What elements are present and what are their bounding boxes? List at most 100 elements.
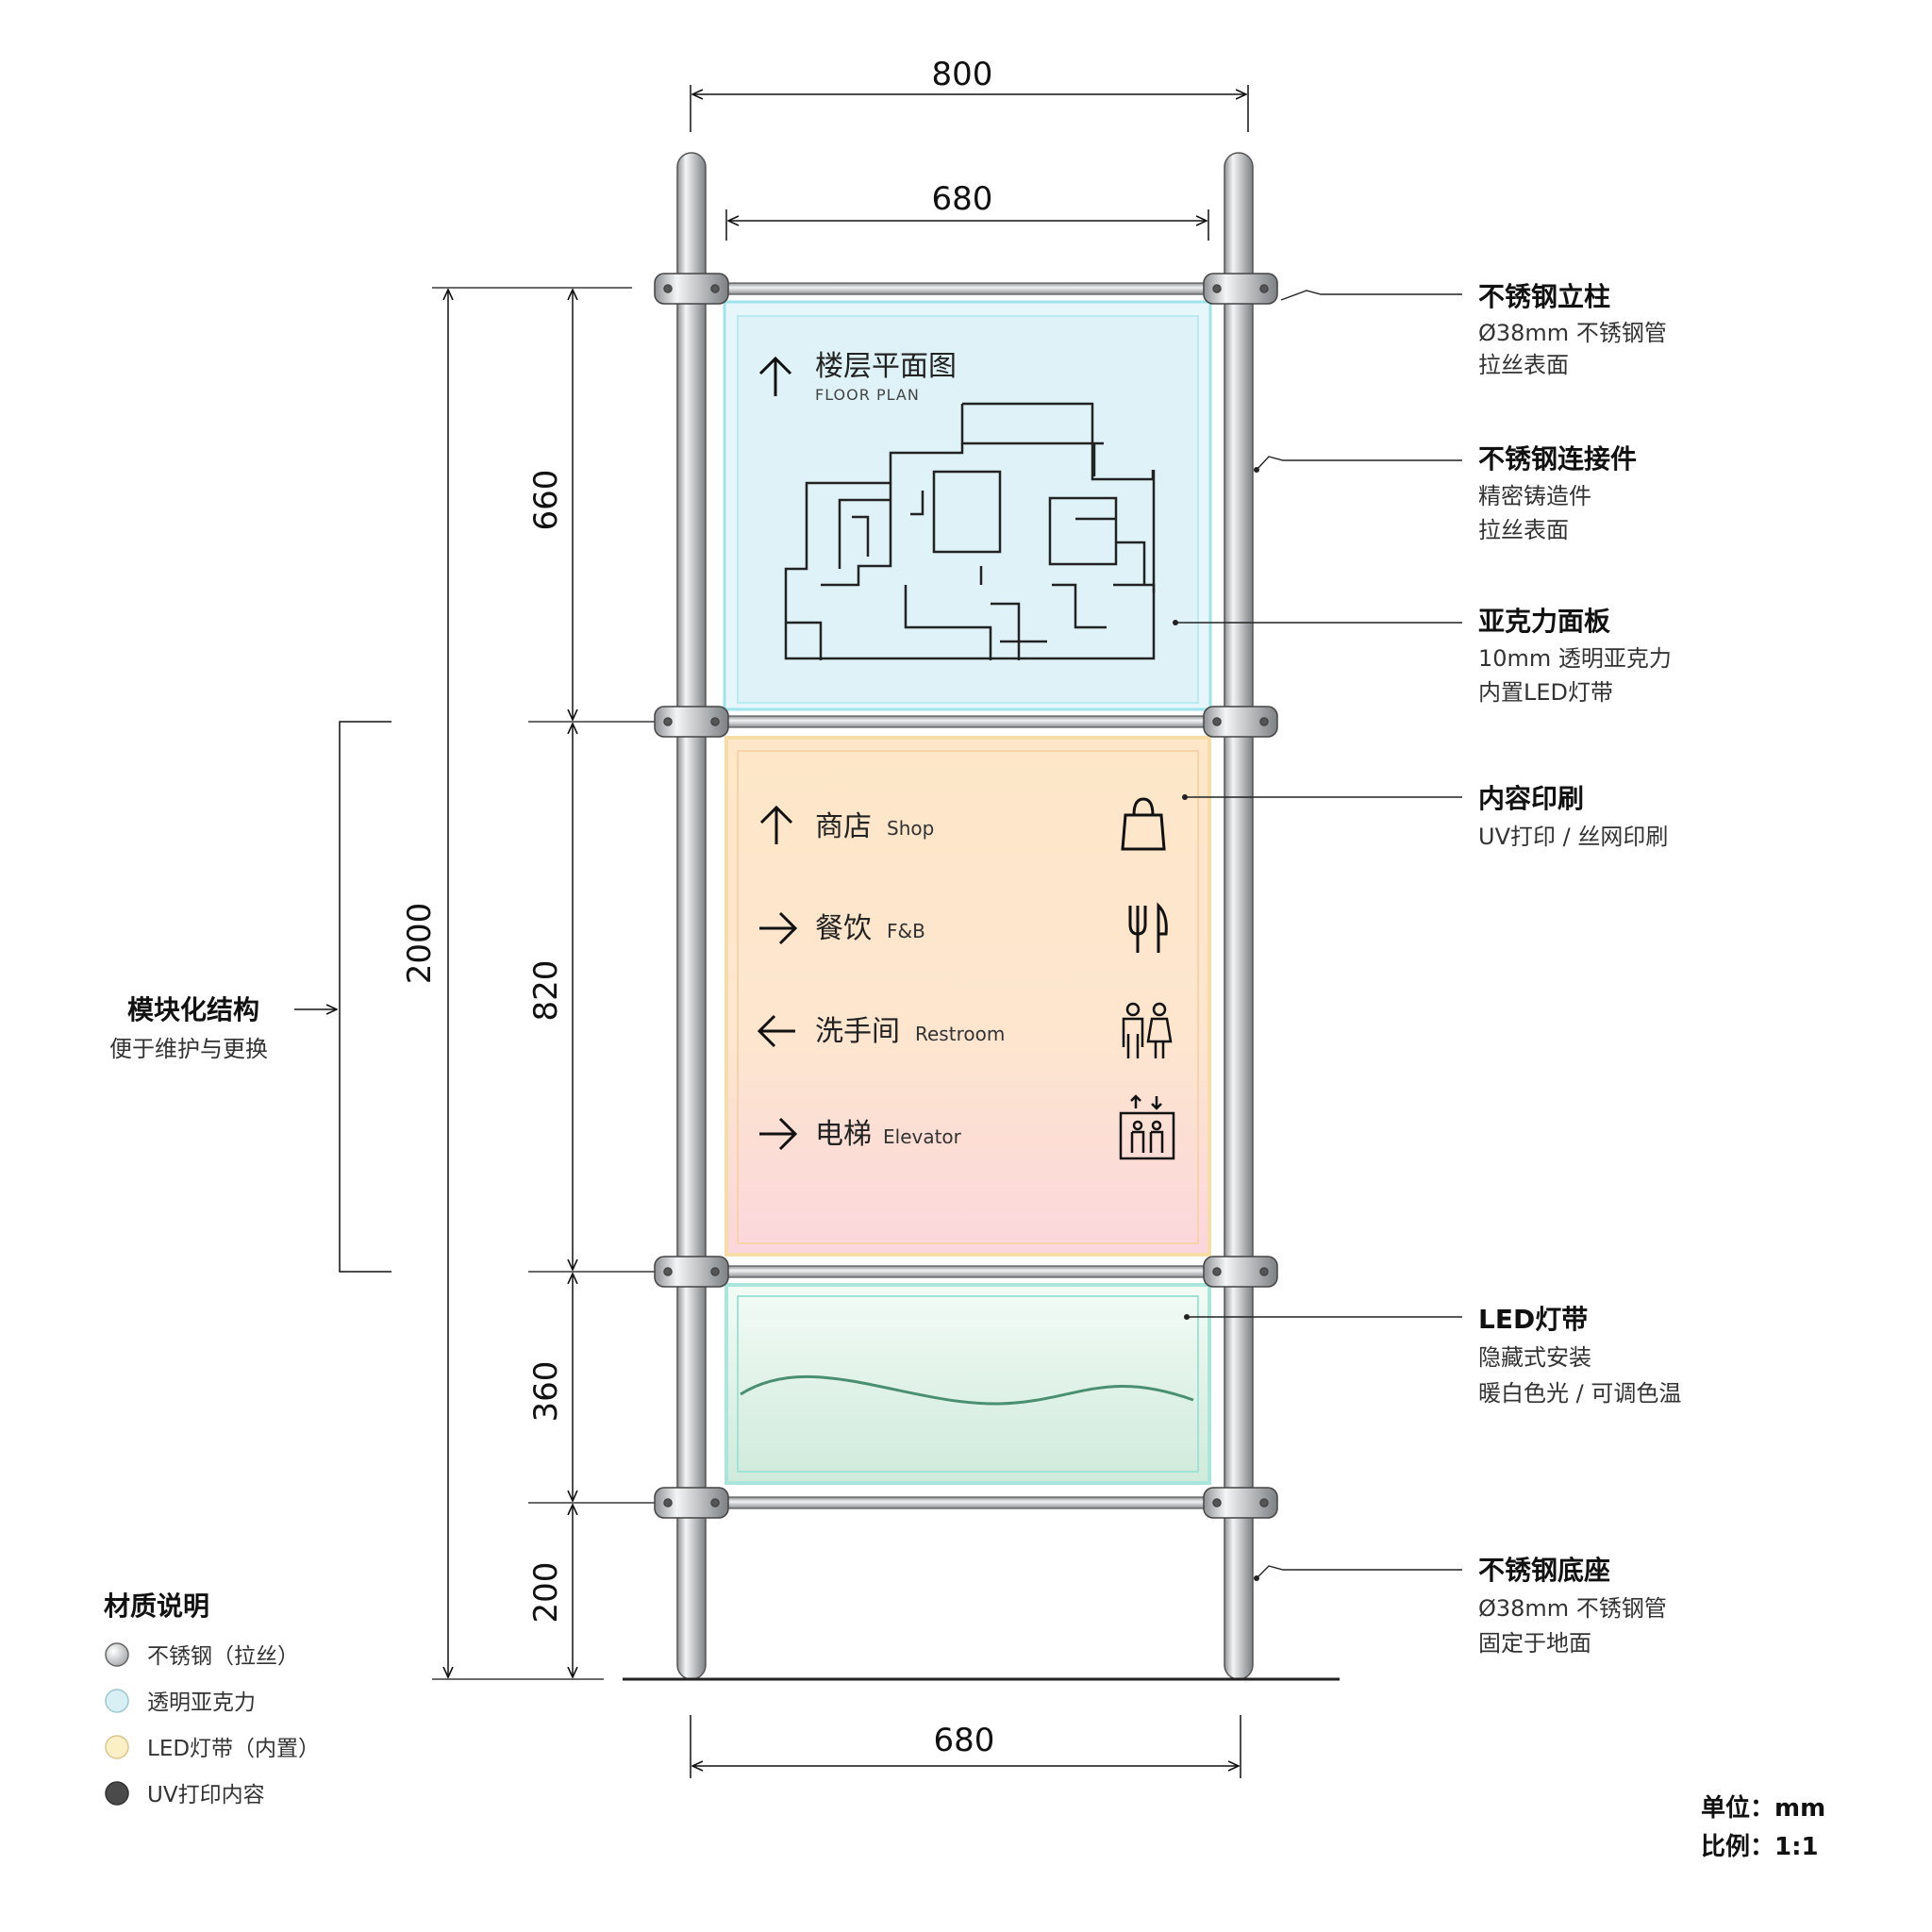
legend-swatch-steel: [105, 1642, 129, 1667]
left-arrow-icon: [757, 1014, 795, 1048]
callout-dots: [1173, 467, 1259, 1581]
dim-top-total: 800: [690, 56, 1249, 132]
scale-label: 比例：1:1: [1701, 1833, 1819, 1861]
restroom-icon: [1122, 1002, 1173, 1058]
legend-item-uv: UV打印内容: [105, 1781, 265, 1807]
crossbar-2: [705, 715, 1225, 728]
directory-elevator-en: Elevator: [883, 1125, 962, 1148]
callout-base-title: 不锈钢底座: [1478, 1555, 1610, 1586]
right-arrow-icon: [759, 1117, 798, 1151]
callout-led-line2: 暖白色光 / 可调色温: [1478, 1380, 1681, 1407]
directory-elevator-cn: 电梯: [815, 1118, 872, 1151]
directory-fnb-en: F&B: [887, 920, 925, 942]
callout-pillar-title: 不锈钢立柱: [1478, 281, 1610, 312]
callout-pillar: 不锈钢立柱 Ø38mm 不锈钢管 拉丝表面: [1478, 281, 1667, 378]
legend-swatch-uv: [105, 1781, 129, 1806]
up-arrow-icon: [759, 805, 793, 844]
dim-base-label: 200: [527, 1562, 565, 1624]
connector-right-2: [1203, 706, 1278, 738]
dim-top-total-label: 800: [932, 56, 993, 93]
floor-plan-title: 楼层平面图: [815, 350, 957, 383]
directory-row-elevator: 电梯 Elevator: [759, 1094, 1175, 1160]
directory-shop-cn: 商店: [815, 810, 872, 843]
directory-row-shop: 商店 Shop: [759, 797, 1166, 851]
modular-subtitle: 便于维护与更换: [109, 1036, 268, 1062]
legend-label-acrylic: 透明亚克力: [147, 1690, 256, 1715]
connector-left-4: [654, 1487, 729, 1519]
directory-fnb-cn: 餐饮: [815, 912, 872, 945]
legend-label-steel: 不锈钢（拉丝）: [147, 1644, 299, 1669]
directory-row-fnb: 餐饮 F&B: [759, 902, 1168, 953]
callout-print: 内容印刷 UV打印 / 丝网印刷: [1478, 783, 1668, 850]
directory-row-restroom: 洗手间 Restroom: [757, 1002, 1173, 1058]
directory-shop-en: Shop: [887, 817, 934, 840]
legend-label-uv: UV打印内容: [147, 1783, 265, 1807]
unit-label: 单位：mm: [1701, 1793, 1825, 1823]
modular-bracket: 模块化结构 便于维护与更换: [109, 721, 391, 1273]
panel-led: [724, 1283, 1211, 1485]
connector-right-3: [1203, 1256, 1278, 1288]
callout-print-line1: UV打印 / 丝网印刷: [1478, 824, 1668, 850]
wave-graphic: [740, 1374, 1194, 1406]
callout-base-line2: 固定于地面: [1478, 1630, 1591, 1657]
crossbar-3: [705, 1265, 1225, 1278]
dim-panel3-label: 360: [527, 1361, 565, 1423]
connector-left-1: [654, 273, 729, 305]
callout-led-title: LED灯带: [1478, 1304, 1588, 1335]
floor-plan-map: [784, 402, 1156, 660]
connector-right-4: [1203, 1487, 1278, 1519]
connectors: [654, 273, 1278, 1519]
connector-left-2: [654, 706, 729, 738]
callout-connector: 不锈钢连接件 精密铸造件 拉丝表面: [1478, 443, 1637, 543]
dim-total-height: 2000: [401, 287, 632, 1680]
floor-plan-subtitle: FLOOR PLAN: [815, 386, 920, 404]
callout-base: 不锈钢底座 Ø38mm 不锈钢管 固定于地面: [1478, 1555, 1667, 1657]
dim-top-inner: 680: [725, 180, 1209, 241]
right-arrow-icon: [759, 911, 798, 945]
callout-connector-title: 不锈钢连接件: [1478, 443, 1637, 475]
callout-acrylic: 亚克力面板 10mm 透明亚克力 内置LED灯带: [1478, 606, 1672, 706]
connector-left-3: [654, 1256, 729, 1288]
legend-label-led: LED灯带（内置）: [147, 1737, 320, 1761]
legend-title: 材质说明: [104, 1591, 209, 1622]
units-block: 单位：mm 比例：1:1: [1701, 1793, 1825, 1861]
callout-led-line1: 隐藏式安装: [1478, 1344, 1591, 1371]
dim-segments: 660 820 360 200: [527, 290, 660, 1677]
legend-item-steel: 不锈钢（拉丝）: [105, 1642, 299, 1669]
panel-directory: 商店 Shop 餐饮 F&B: [724, 736, 1211, 1257]
dim-total-height-label: 2000: [401, 903, 439, 985]
legend-swatch-led: [105, 1735, 129, 1759]
directory-restroom-en: Restroom: [915, 1023, 1005, 1045]
right-pole: [1224, 152, 1254, 1680]
left-pole: [676, 152, 707, 1680]
callout-print-title: 内容印刷: [1478, 783, 1584, 814]
callout-leaders: [1175, 290, 1462, 1579]
panel-floor-plan: 楼层平面图 FLOOR PLAN: [723, 300, 1212, 711]
callout-connector-line2: 拉丝表面: [1478, 517, 1569, 543]
callout-acrylic-line1: 10mm 透明亚克力: [1478, 645, 1672, 672]
legend-item-led: LED灯带（内置）: [105, 1735, 320, 1761]
callout-base-line1: Ø38mm 不锈钢管: [1478, 1595, 1667, 1622]
callout-acrylic-line2: 内置LED灯带: [1478, 679, 1613, 706]
connector-right-1: [1203, 273, 1278, 305]
callout-connector-line1: 精密铸造件: [1478, 483, 1591, 509]
dim-bottom-inner: 680: [690, 1715, 1241, 1778]
callout-led: LED灯带 隐藏式安装 暖白色光 / 可调色温: [1478, 1304, 1681, 1407]
dim-bottom-inner-label: 680: [934, 1722, 995, 1759]
crossbar-1: [705, 282, 1225, 295]
up-arrow-icon: [758, 356, 792, 396]
dim-panel1-label: 660: [527, 470, 565, 531]
legend-item-acrylic: 透明亚克力: [105, 1689, 256, 1715]
legend-swatch-acrylic: [105, 1689, 129, 1713]
dim-top-inner-label: 680: [932, 180, 993, 218]
fork-knife-icon: [1128, 902, 1168, 953]
callout-pillar-line1: Ø38mm 不锈钢管: [1478, 320, 1667, 346]
shopping-bag-icon: [1121, 797, 1166, 851]
callout-acrylic-title: 亚克力面板: [1478, 606, 1610, 637]
modular-title: 模块化结构: [127, 994, 259, 1025]
legend: 材质说明 不锈钢（拉丝） 透明亚克力 LED灯带（内置） UV打印内容: [104, 1591, 320, 1807]
crossbar-4: [705, 1496, 1225, 1509]
elevator-icon: [1119, 1094, 1175, 1160]
callout-pillar-line2: 拉丝表面: [1478, 352, 1569, 378]
